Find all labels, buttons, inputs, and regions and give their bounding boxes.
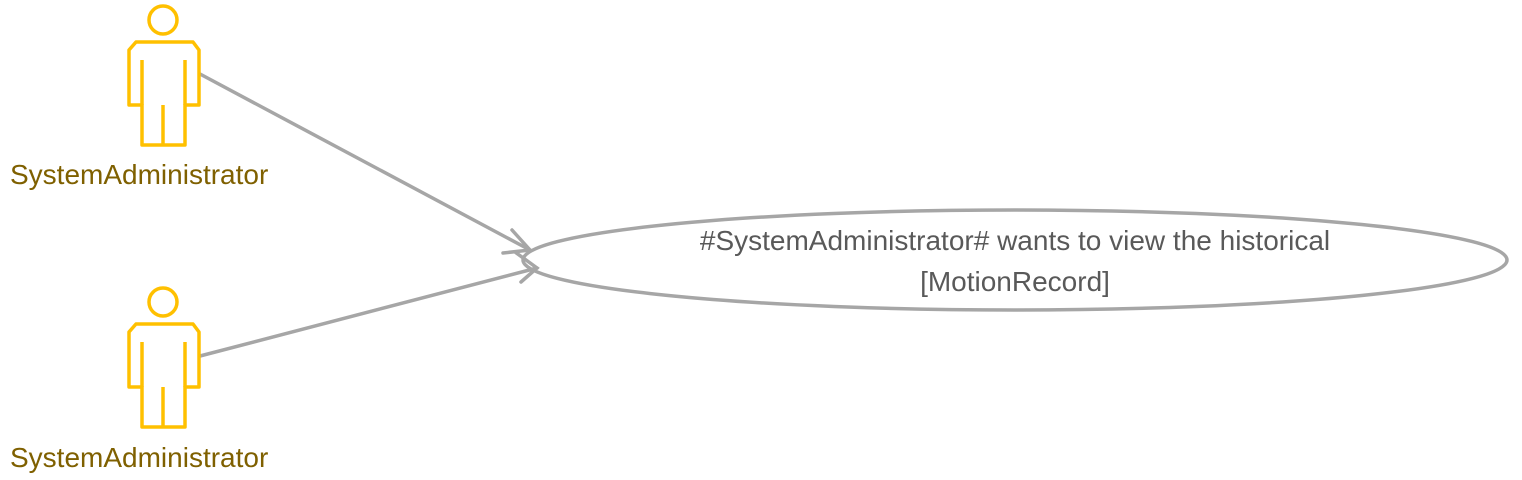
association-2[interactable] [198,250,540,358]
actor-label: SystemAdministrator [10,159,269,190]
use-case-label-line-1: #SystemAdministrator# wants to view the … [699,225,1331,256]
use-case-label-line-2: [MotionRecord] [920,266,1110,297]
actor-stick-figure-icon[interactable] [127,4,201,147]
actor-label: SystemAdministrator [10,442,269,473]
use-case-ellipse[interactable] [521,208,1509,312]
actor-stick-figure-icon[interactable] [127,286,201,429]
